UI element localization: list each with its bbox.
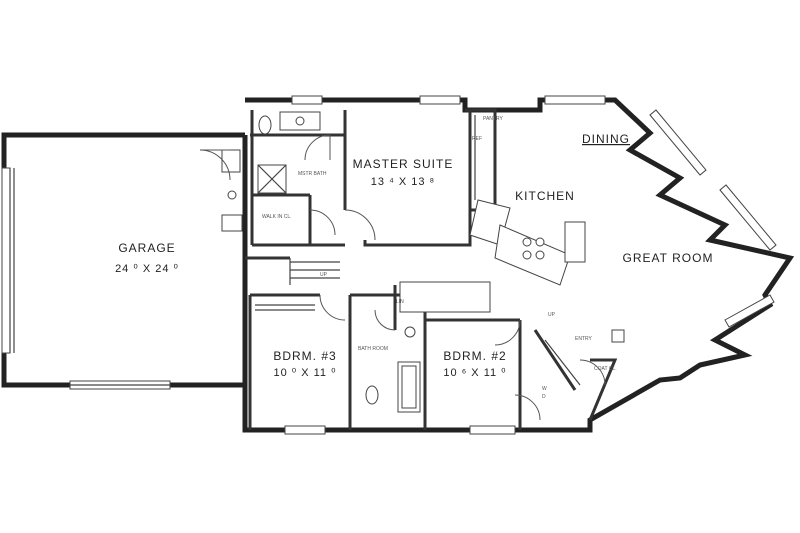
garage-label: GARAGE (118, 241, 175, 255)
bath-label: BATH ROOM (358, 346, 388, 352)
windows (284, 95, 777, 435)
washer-label: W (542, 386, 547, 392)
house-walls (242, 97, 795, 433)
bedroom-3-dimensions: 10 ⁰ X 11 ⁰ (273, 367, 336, 379)
master-suite-dimensions: 13 ⁴ X 13 ⁸ (371, 176, 435, 188)
pantry-label: PANTRY (483, 116, 503, 122)
garage-walls (1, 132, 248, 390)
dryer-label: D (542, 394, 546, 400)
ref-label: REF (472, 136, 482, 142)
master-suite-label: MASTER SUITE (353, 157, 454, 171)
small-labels: MSTR BATH WALK IN CL. PANTRY UP UP BATH … (262, 116, 617, 400)
kitchen-label: KITCHEN (515, 189, 575, 203)
bedroom-3-label: BDRM. #3 (273, 349, 336, 363)
walk-in-closet-label: WALK IN CL. (262, 214, 292, 220)
bedroom-2-dimensions: 10 ⁶ X 11 ⁰ (443, 367, 506, 379)
doors (304, 134, 606, 421)
garage-dimensions: 24 ⁰ X 24 ⁰ (115, 263, 179, 275)
stairs-up-label: UP (320, 272, 328, 278)
interior-walls (245, 108, 625, 430)
fixtures (257, 111, 586, 413)
coat-closet-label: COAT CL. (594, 366, 617, 372)
bedroom-2-label: BDRM. #2 (443, 349, 506, 363)
garage-fixtures (199, 149, 243, 232)
room-labels: GARAGE 24 ⁰ X 24 ⁰ MASTER SUITE 13 ⁴ X 1… (115, 132, 714, 379)
great-room-label: GREAT ROOM (623, 251, 714, 265)
linen-label: LIN (396, 299, 404, 305)
master-bath-label: MSTR BATH (298, 171, 327, 177)
stairs-up-label-2: UP (548, 312, 556, 318)
dining-label: DINING (582, 132, 630, 146)
entry-label: ENTRY (575, 336, 593, 342)
